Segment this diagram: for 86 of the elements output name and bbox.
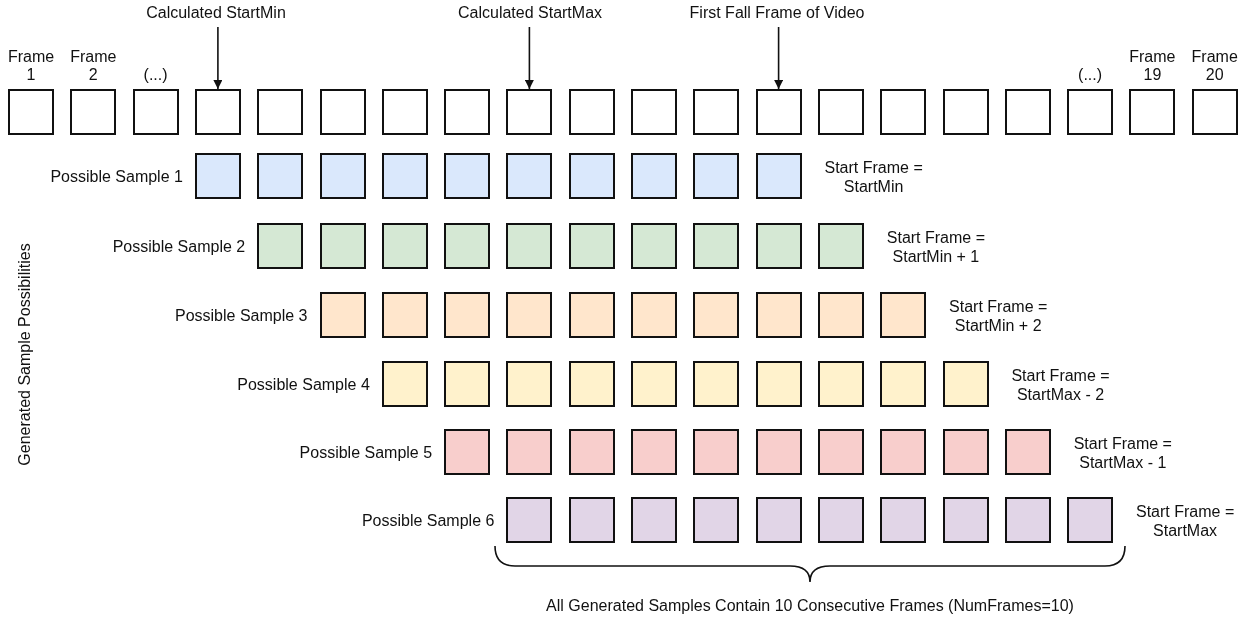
frame-label: Frame 19 <box>1128 48 1177 84</box>
frame-box <box>817 361 864 407</box>
arrow <box>213 26 223 90</box>
frame-box <box>194 153 241 199</box>
frame-box <box>817 497 864 543</box>
frame-box <box>1004 429 1051 475</box>
frame-box <box>880 429 927 475</box>
frame-box <box>568 292 615 338</box>
frame-box <box>568 497 615 543</box>
start-frame-note: Start Frame = StartMin + 1 <box>885 228 986 266</box>
frame-box <box>631 361 677 407</box>
frame-box <box>444 153 491 199</box>
frame-box <box>257 153 304 199</box>
frame-box <box>817 429 864 475</box>
frame-box <box>755 223 802 269</box>
frame-box <box>942 361 989 407</box>
arrow <box>774 26 784 90</box>
frame-box <box>506 292 553 338</box>
frame-box <box>755 497 802 543</box>
brace-caption: All Generated Samples Contain 10 Consecutive Frames (NumFrames=10) <box>545 596 1075 615</box>
start-frame-note: Start Frame = StartMax - 2 <box>1010 366 1111 404</box>
start-frame-note: Start Frame = StartMin + 2 <box>948 297 1049 335</box>
annotation-text: Calculated StartMin <box>96 3 336 22</box>
frame-box <box>568 153 615 199</box>
frame-label: Frame 20 <box>1190 48 1239 84</box>
frame-box <box>693 153 740 199</box>
frame-box <box>381 153 428 199</box>
frame-box <box>693 361 740 407</box>
frame-box <box>817 292 864 338</box>
frame-label: (...) <box>142 66 169 84</box>
frame-box <box>631 223 677 269</box>
frame-box <box>631 429 677 475</box>
frame-box <box>319 223 366 269</box>
frame-box <box>755 361 802 407</box>
row-label: Possible Sample 4 <box>236 375 370 394</box>
start-frame-note: Start Frame = StartMin <box>823 158 924 196</box>
frame-box <box>693 429 740 475</box>
frame-box <box>693 292 740 338</box>
frame-label: Frame 1 <box>6 48 56 84</box>
frame-box <box>257 223 304 269</box>
axis-title: Generated Sample Possibilities <box>14 242 34 468</box>
arrow <box>524 26 534 90</box>
frame-box <box>381 361 428 407</box>
frame-box <box>1067 497 1114 543</box>
frame-box <box>755 292 802 338</box>
frame-box <box>631 497 677 543</box>
row-label: Possible Sample 2 <box>111 237 246 256</box>
frame-box <box>444 292 491 338</box>
frame-box <box>1004 497 1051 543</box>
frame-box <box>817 223 864 269</box>
frame-box <box>444 223 491 269</box>
start-frame-note: Start Frame = StartMax <box>1134 502 1236 540</box>
annotation-text: Calculated StartMax <box>410 3 650 22</box>
frame-label: Frame 2 <box>69 48 118 84</box>
frame-box <box>880 361 927 407</box>
start-frame-note: Start Frame = StartMax - 1 <box>1072 434 1173 472</box>
frame-box <box>755 153 802 199</box>
frame-box <box>942 429 989 475</box>
frame-box <box>942 497 989 543</box>
frame-box <box>755 429 802 475</box>
frame-box <box>319 292 366 338</box>
frame-box <box>381 292 428 338</box>
row-label: Possible Sample 1 <box>49 167 183 186</box>
frame-box <box>506 153 553 199</box>
frame-box <box>693 497 740 543</box>
frame-box <box>880 292 927 338</box>
frame-box <box>319 153 366 199</box>
frame-box <box>506 223 553 269</box>
row-label: Possible Sample 5 <box>298 443 433 462</box>
frame-box <box>568 361 615 407</box>
frame-box <box>631 292 677 338</box>
frame-box <box>693 223 740 269</box>
frame-box <box>568 429 615 475</box>
frame-box <box>381 223 428 269</box>
frame-box <box>631 153 677 199</box>
frame-box <box>444 361 491 407</box>
frame-box <box>568 223 615 269</box>
frame-box <box>506 361 553 407</box>
frame-box <box>444 429 491 475</box>
frame-box <box>506 497 553 543</box>
row-label: Possible Sample 6 <box>360 511 495 530</box>
annotation-text: First Fall Frame of Video <box>657 3 897 22</box>
frame-box <box>506 429 553 475</box>
row-label: Possible Sample 3 <box>174 306 308 325</box>
frame-box <box>880 497 927 543</box>
frame-label: (...) <box>1077 66 1104 84</box>
